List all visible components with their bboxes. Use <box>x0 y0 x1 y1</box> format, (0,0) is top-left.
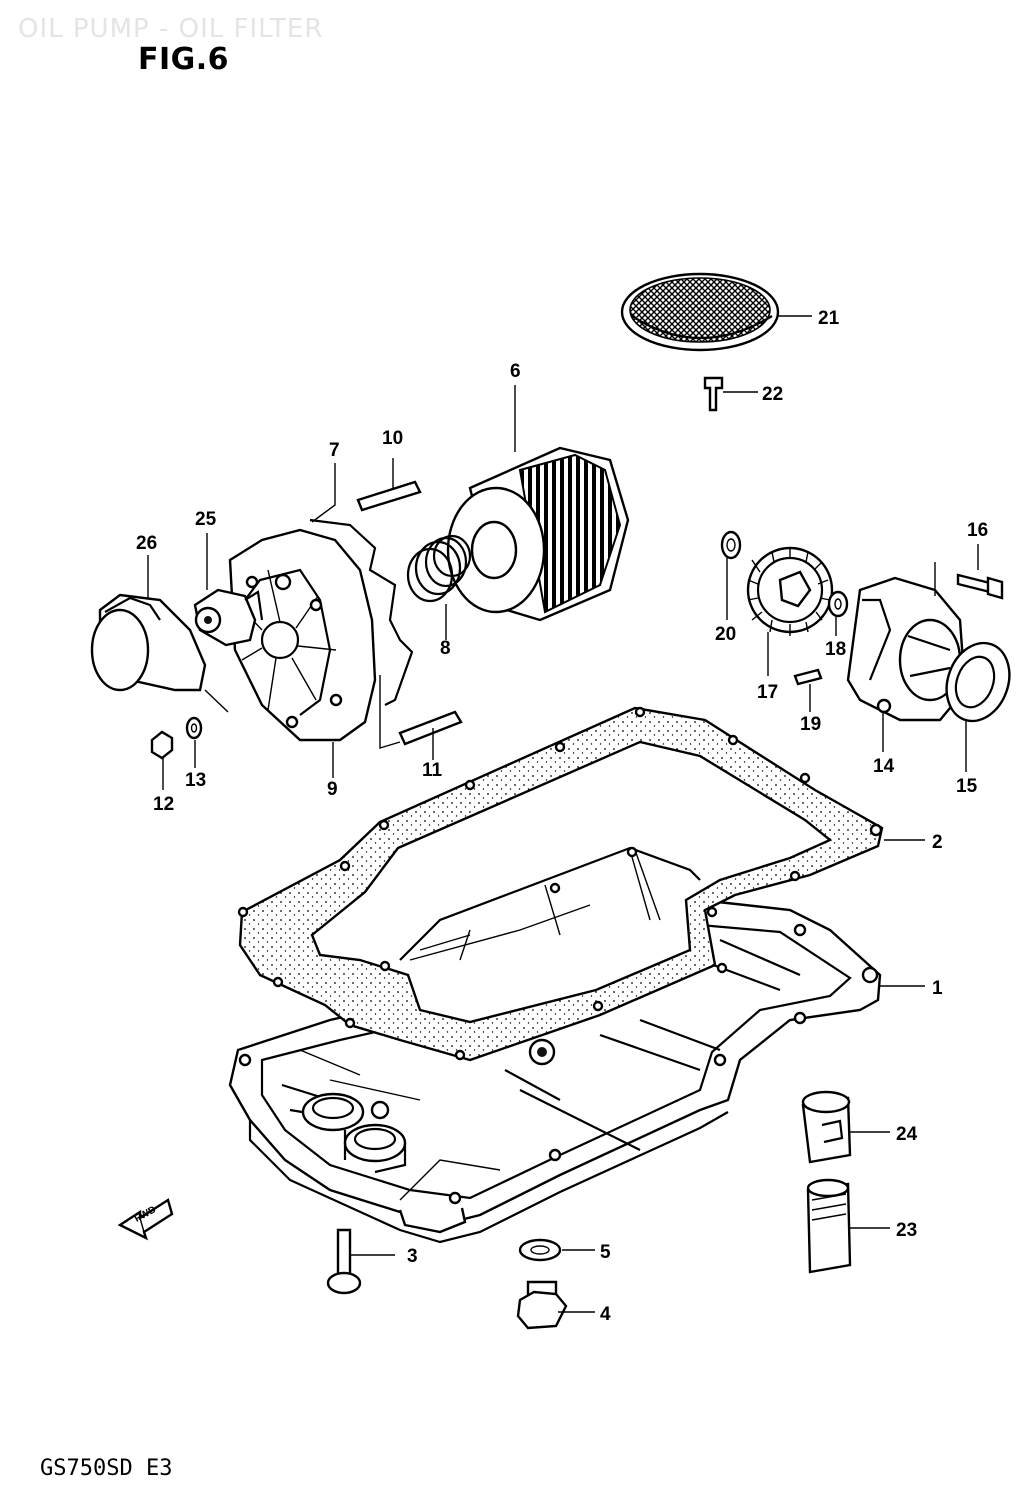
callout-18: 18 <box>825 639 846 660</box>
strainer-bolt <box>703 376 724 412</box>
pump-washer-18 <box>827 590 849 618</box>
nut-12 <box>150 730 174 760</box>
callout-26: 26 <box>136 533 157 554</box>
oil-pan-gasket <box>237 706 884 1062</box>
callout-labels: 1 2 3 4 5 6 7 8 9 10 11 12 13 14 15 16 1… <box>133 308 988 1325</box>
callout-13: 13 <box>185 770 206 791</box>
dowel-pin-11 <box>398 710 463 746</box>
oil-filter-cover <box>228 528 377 742</box>
callout-3: 3 <box>407 1246 418 1267</box>
pump-bolt-16 <box>956 573 1004 600</box>
dowel-pin-10 <box>356 480 422 512</box>
callout-10: 10 <box>382 428 403 449</box>
callout-16: 16 <box>967 520 988 541</box>
callout-7: 7 <box>329 440 340 461</box>
callout-9: 9 <box>327 779 338 800</box>
callout-15: 15 <box>956 776 978 797</box>
callout-24: 24 <box>896 1124 918 1145</box>
drain-plug <box>516 1280 568 1330</box>
callout-25: 25 <box>195 509 217 530</box>
callout-22: 22 <box>762 384 783 405</box>
oil-pressure-switch-cover <box>90 593 207 692</box>
oil-filter-element <box>446 446 630 622</box>
callout-21: 21 <box>818 308 840 329</box>
callout-23: 23 <box>896 1220 917 1241</box>
drain-plug-gasket <box>518 1238 562 1262</box>
pump-pin-19 <box>793 668 823 686</box>
oil-strainer-plate <box>620 272 780 352</box>
oil-union-23 <box>806 1178 852 1274</box>
callout-12: 12 <box>153 794 174 815</box>
forward-arrow-icon <box>117 1198 174 1241</box>
callout-14: 14 <box>873 756 895 777</box>
callout-19: 19 <box>800 714 821 735</box>
oil-plug-24 <box>801 1090 852 1164</box>
filter-spring <box>406 534 472 603</box>
callout-8: 8 <box>440 638 451 659</box>
callout-5: 5 <box>600 1242 611 1263</box>
callout-1: 1 <box>932 978 943 999</box>
oil-pressure-switch <box>193 588 264 647</box>
pump-o-ring-15 <box>945 641 1011 723</box>
model-code: GS750SD E3 <box>40 1456 173 1481</box>
callout-6: 6 <box>510 361 521 382</box>
leader-lines <box>147 315 979 1313</box>
pump-cir-clip <box>720 530 742 560</box>
pump-driven-gear <box>746 546 834 636</box>
filter-cover-gasket <box>309 518 414 706</box>
callout-2: 2 <box>932 832 943 853</box>
washer-13 <box>185 716 203 740</box>
callout-20: 20 <box>715 624 736 645</box>
section-title-faded: OIL PUMP - OIL FILTER <box>18 14 324 44</box>
callout-11: 11 <box>422 760 443 781</box>
callout-17: 17 <box>757 682 778 703</box>
callout-4: 4 <box>600 1304 611 1325</box>
pan-bolt <box>326 1228 362 1295</box>
figure-label: FIG.6 <box>138 42 230 77</box>
